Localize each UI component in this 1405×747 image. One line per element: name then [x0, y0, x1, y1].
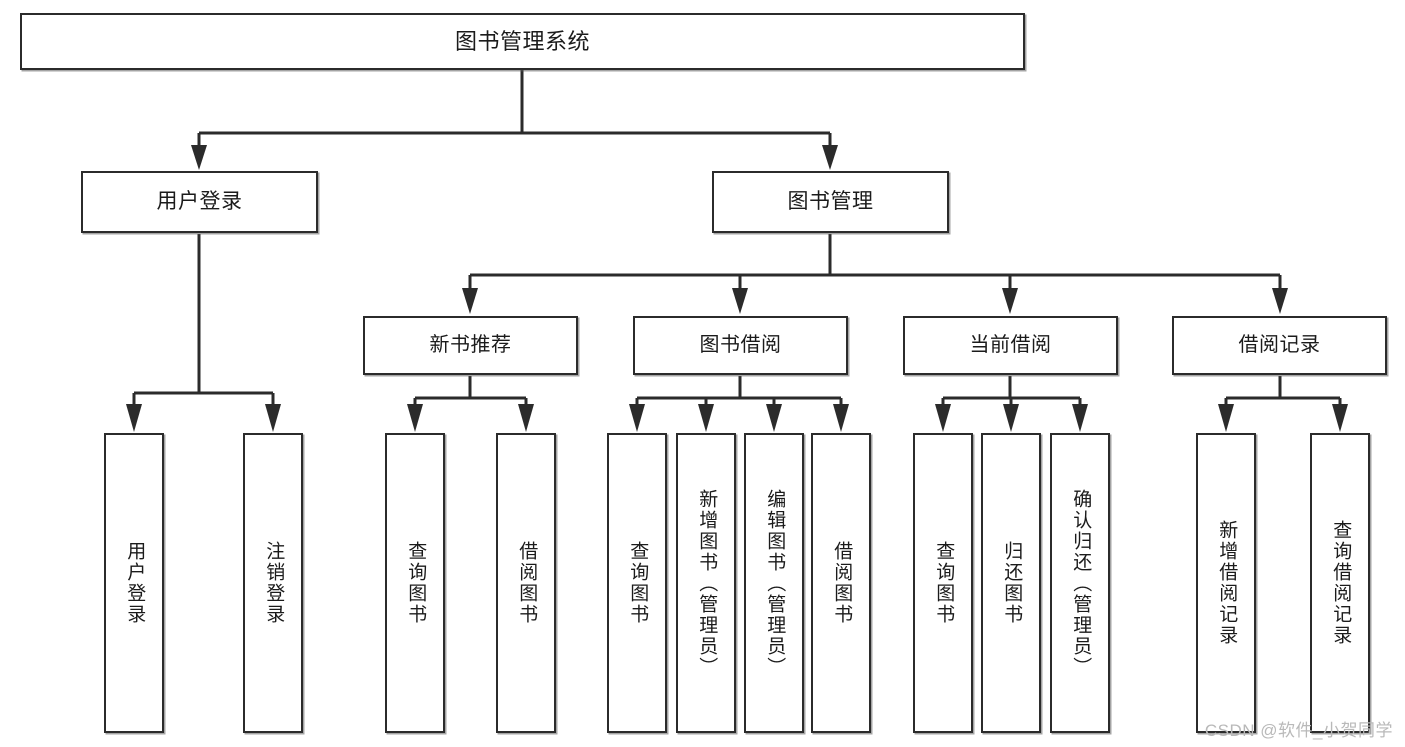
arrowhead-currentborrow-leaf-1: [935, 404, 951, 432]
leaf-borrow-record-add-record-label: 新增借阅记录: [1216, 520, 1238, 646]
leaf-borrow-record-add-record[interactable]: 新增借阅记录: [1196, 433, 1256, 733]
arrowhead-currentborrow-leaf-3: [1072, 404, 1088, 432]
leaf-current-borrow-return-book[interactable]: 归还图书: [981, 433, 1041, 733]
leaf-book-borrow-edit-book[interactable]: 编辑图书（管理员）: [744, 433, 804, 733]
node-current-borrow[interactable]: 当前借阅: [903, 316, 1118, 375]
arrowhead-l3-4: [1272, 288, 1288, 314]
arrowhead-borrowrecord-leaf-2: [1332, 404, 1348, 432]
arrowhead-newbook-leaf-2: [518, 404, 534, 432]
leaf-user-login-login-label: 用户登录: [124, 541, 146, 625]
leaf-book-borrow-borrow-book-label: 借阅图书: [831, 541, 853, 625]
arrowhead-l3-1: [462, 288, 478, 314]
node-new-book-recommend[interactable]: 新书推荐: [363, 316, 578, 375]
leaf-new-book-query-book-label: 查询图书: [405, 541, 427, 625]
node-borrow-record[interactable]: 借阅记录: [1172, 316, 1387, 375]
node-current-borrow-label: 当前借阅: [969, 333, 1052, 356]
node-borrow-record-label: 借阅记录: [1238, 333, 1321, 356]
arrowhead-userlogin-leaf-2: [265, 404, 281, 432]
leaf-current-borrow-confirm-return[interactable]: 确认归还（管理员）: [1050, 433, 1110, 733]
arrowhead-l3-3: [1002, 288, 1018, 314]
leaf-book-borrow-edit-book-label: 编辑图书（管理员）: [764, 488, 786, 678]
leaf-current-borrow-query-book[interactable]: 查询图书: [913, 433, 973, 733]
leaf-user-login-login[interactable]: 用户登录: [104, 433, 164, 733]
leaf-new-book-borrow-book-label: 借阅图书: [516, 541, 538, 625]
node-user-login-label: 用户登录: [156, 189, 243, 213]
arrowhead-bookborrow-leaf-1: [629, 404, 645, 432]
arrowhead-newbook-leaf-1: [407, 404, 423, 432]
leaf-book-borrow-borrow-book[interactable]: 借阅图书: [811, 433, 871, 733]
node-root-label: 图书管理系统: [454, 28, 590, 54]
arrowhead-l3-2: [732, 288, 748, 314]
node-user-login[interactable]: 用户登录: [81, 171, 318, 233]
leaf-current-borrow-query-book-label: 查询图书: [933, 541, 955, 625]
node-book-borrow-label: 图书借阅: [699, 333, 782, 356]
leaf-current-borrow-confirm-return-label: 确认归还（管理员）: [1070, 488, 1092, 678]
leaf-book-borrow-add-book-label: 新增图书（管理员）: [696, 488, 718, 678]
leaf-user-login-logout[interactable]: 注销登录: [243, 433, 303, 733]
leaf-new-book-borrow-book[interactable]: 借阅图书: [496, 433, 556, 733]
node-book-management[interactable]: 图书管理: [712, 171, 949, 233]
leaf-user-login-logout-label: 注销登录: [263, 541, 285, 625]
csdn-watermark: CSDN @软件_小贺同学: [1204, 721, 1393, 740]
leaf-book-borrow-add-book[interactable]: 新增图书（管理员）: [676, 433, 736, 733]
node-root-book-management-system[interactable]: 图书管理系统: [20, 13, 1025, 70]
arrowhead-currentborrow-leaf-2: [1003, 404, 1019, 432]
arrowhead-user-login: [191, 145, 207, 170]
leaf-borrow-record-query-record[interactable]: 查询借阅记录: [1310, 433, 1370, 733]
leaf-book-borrow-query-book[interactable]: 查询图书: [607, 433, 667, 733]
leaf-borrow-record-query-record-label: 查询借阅记录: [1330, 520, 1352, 646]
leaf-book-borrow-query-book-label: 查询图书: [627, 541, 649, 625]
leaf-current-borrow-return-book-label: 归还图书: [1001, 541, 1023, 625]
arrowhead-book-manage: [822, 145, 838, 170]
node-book-borrow[interactable]: 图书借阅: [633, 316, 848, 375]
node-new-book-recommend-label: 新书推荐: [429, 333, 512, 356]
arrowhead-bookborrow-leaf-3: [766, 404, 782, 432]
arrowhead-userlogin-leaf-1: [126, 404, 142, 432]
arrowhead-borrowrecord-leaf-1: [1218, 404, 1234, 432]
arrowhead-bookborrow-leaf-2: [698, 404, 714, 432]
leaf-new-book-query-book[interactable]: 查询图书: [385, 433, 445, 733]
node-book-management-label: 图书管理: [787, 189, 874, 213]
arrowhead-bookborrow-leaf-4: [833, 404, 849, 432]
